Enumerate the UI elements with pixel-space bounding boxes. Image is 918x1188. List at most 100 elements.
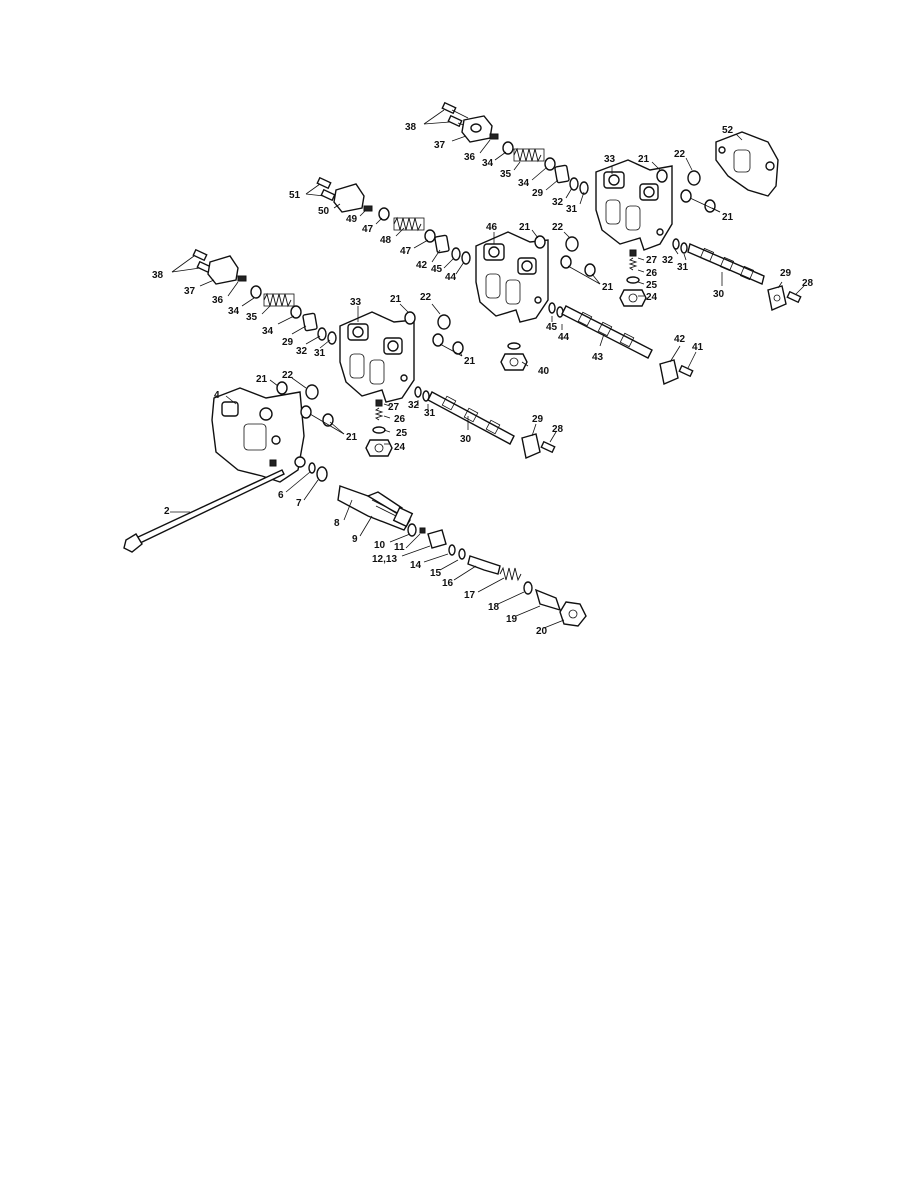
callout-16: 16	[442, 578, 454, 589]
callout-7: 7	[296, 498, 302, 509]
screw-28-top-right	[786, 290, 802, 304]
callout-24-top: 24	[646, 292, 658, 303]
oring-21-inlet-a	[276, 381, 288, 395]
washer-34-lower-b	[290, 305, 302, 319]
washer-34-top-b	[544, 157, 556, 171]
callout-29-top-right: 29	[780, 268, 792, 279]
plate-29-lower-right	[521, 433, 541, 459]
spring-35-top	[513, 147, 545, 163]
callout-21-inlet-b: 21	[346, 432, 358, 443]
plate-29-top	[554, 164, 570, 184]
callout-52: 52	[722, 125, 734, 136]
callout-31-lower: 31	[314, 348, 326, 359]
ring-44-mid	[461, 251, 471, 265]
callout-43: 43	[592, 352, 604, 363]
callout-10: 10	[374, 540, 386, 551]
leader-lines	[170, 109, 805, 629]
callout-35-top: 35	[500, 169, 512, 180]
plug-40	[500, 353, 528, 371]
callout-36-lower: 36	[212, 295, 224, 306]
plate-42-mid	[434, 234, 450, 254]
callout-labels: 38 37 36 34 35 34 29 32 31 33 21 22 21 5…	[152, 122, 814, 637]
callout-44-spool: 44	[558, 332, 570, 343]
part-49	[363, 205, 373, 212]
screw-38-lower-a	[192, 248, 208, 262]
callout-27-top: 27	[646, 255, 658, 266]
screw-51-a	[316, 176, 332, 190]
callout-49: 49	[346, 214, 358, 225]
callout-35-lower: 35	[246, 312, 258, 323]
callout-11: 11	[394, 542, 405, 553]
callout-51: 51	[289, 190, 301, 201]
ring-31-lower-spool	[422, 390, 430, 402]
callout-31-top: 31	[566, 204, 578, 215]
spring-26-lower	[374, 407, 384, 421]
callout-22-lower: 22	[420, 292, 432, 303]
callout-29-lower: 29	[282, 337, 294, 348]
callout-37-lower: 37	[184, 286, 196, 297]
callout-48: 48	[380, 235, 392, 246]
poppet-12-13	[427, 529, 447, 549]
valve-section-46	[475, 231, 549, 323]
ring-14	[448, 544, 456, 556]
callout-47-b: 47	[400, 246, 412, 257]
callout-14: 14	[410, 560, 422, 571]
callout-38-top: 38	[405, 122, 417, 133]
plate-42-right	[659, 359, 679, 385]
middle-section-assembly	[316, 176, 694, 385]
top-section-assembly	[441, 101, 802, 311]
spring-48	[393, 216, 425, 232]
washer-34-lower-a	[250, 285, 262, 299]
callout-4: 4	[214, 390, 220, 401]
oring-25-lower	[372, 426, 386, 434]
ring-44-spool	[556, 306, 564, 318]
ring-45-spool	[548, 302, 556, 314]
callout-20: 20	[536, 626, 548, 637]
oring-22-lower	[437, 314, 451, 330]
callout-12-13: 12,13	[372, 554, 397, 565]
callout-25-lower: 25	[396, 428, 408, 439]
callout-30-top: 30	[713, 289, 725, 300]
ring-32-top	[569, 177, 579, 191]
screw-28-lower	[540, 440, 556, 454]
oring-21-top-c	[704, 199, 716, 213]
tie-rod-2	[123, 469, 285, 553]
callout-42-right: 42	[674, 334, 686, 345]
callout-29-top: 29	[532, 188, 544, 199]
ring-31-top	[579, 181, 589, 195]
callout-31-top-spool: 31	[677, 262, 689, 273]
oring-21-top-b	[680, 189, 692, 203]
ring-45-mid	[451, 247, 461, 261]
callout-21-lower-a: 21	[390, 294, 402, 305]
inlet-section-assembly	[123, 381, 587, 627]
callout-27-lower: 27	[388, 402, 400, 413]
callout-24-lower: 24	[394, 442, 406, 453]
oring-21-lower-a	[404, 311, 416, 325]
callout-28-lower: 28	[552, 424, 564, 435]
spring-35-lower	[263, 292, 295, 308]
plug-24-lower	[365, 439, 393, 457]
nut-20	[559, 601, 587, 627]
callout-19: 19	[506, 614, 518, 625]
screw-pair-38-top	[441, 101, 473, 129]
callout-38-lower: 38	[152, 270, 164, 281]
callout-46: 46	[486, 222, 498, 233]
oring-21-lower-b	[432, 333, 444, 347]
screw-41	[678, 364, 694, 378]
callout-32-top-spool: 32	[662, 255, 674, 266]
oring-22-top	[687, 170, 701, 186]
oring-21-inlet-b	[300, 405, 312, 419]
cap-37-lower	[207, 255, 239, 285]
callout-21-top-b: 21	[722, 212, 734, 223]
oring-22-mid	[565, 236, 579, 252]
callout-26-lower: 26	[394, 414, 406, 425]
callout-21-mid-a: 21	[519, 222, 531, 233]
ring-31-lower	[327, 331, 337, 345]
callout-21-inlet-a: 21	[256, 374, 268, 385]
callout-18: 18	[488, 602, 500, 613]
oring-18	[523, 581, 533, 595]
ring-32-lower	[317, 327, 327, 341]
screw-51-b	[320, 188, 336, 202]
plate-29-top-right	[767, 285, 787, 311]
